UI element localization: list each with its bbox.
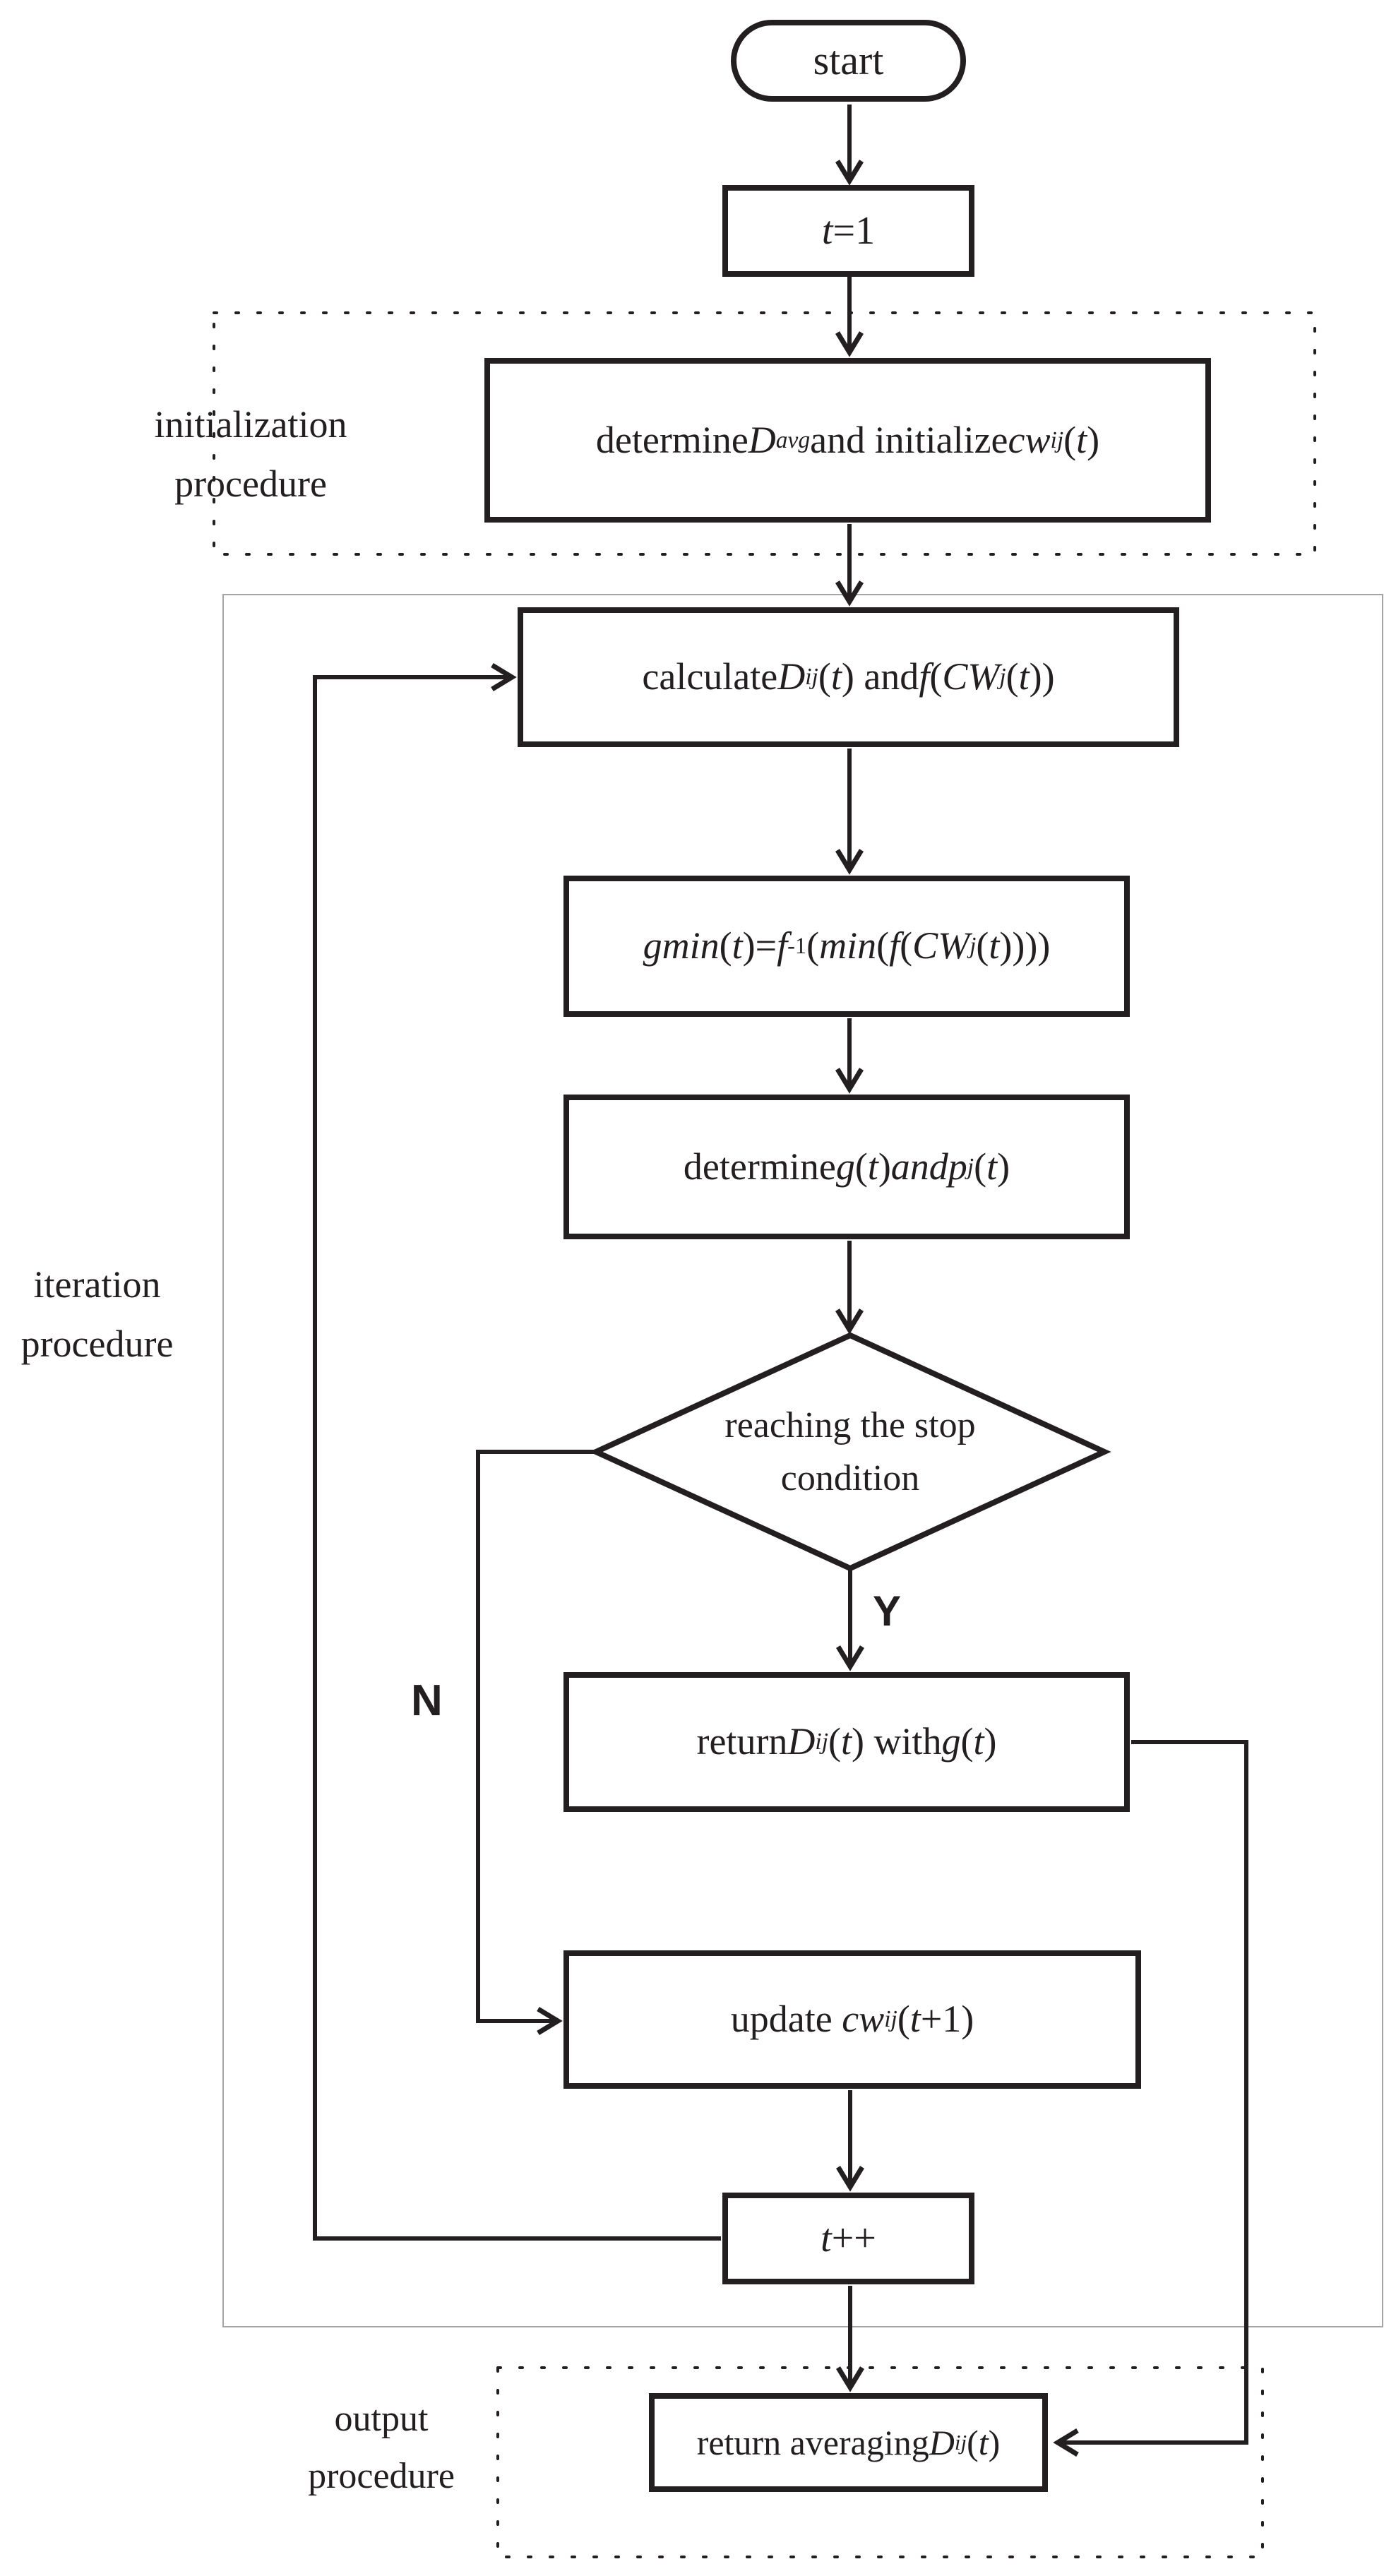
- no-branch-label: N: [411, 1676, 443, 1725]
- arrow-return-to-output: [1053, 1740, 1248, 2457]
- iteration-procedure-frame: [222, 594, 1383, 2327]
- yes-branch-label: Y: [873, 1587, 902, 1635]
- t-equals-1-step: t=1: [722, 185, 974, 277]
- arrow-decision-no-to-update: [476, 1450, 597, 2035]
- output-procedure-frame: [496, 2366, 1264, 2558]
- initialization-procedure-frame: [213, 311, 1316, 556]
- decision-diamond: [589, 1332, 1111, 1572]
- start-terminator: start: [731, 20, 966, 102]
- t-increment-step: t++: [722, 2193, 974, 2284]
- arrow-tpp-loopback-to-calculate: [313, 663, 721, 2241]
